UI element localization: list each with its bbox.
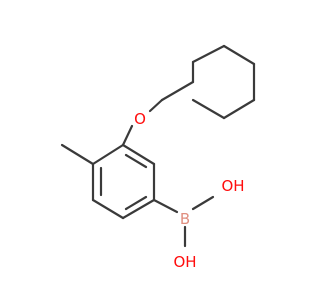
bond (160, 80, 195, 102)
structure-diagram: O B OH OH (60, 44, 256, 271)
bond (60, 143, 95, 166)
oxygen-atom-label: O (134, 110, 146, 128)
bond (222, 98, 256, 120)
bond (121, 143, 156, 166)
double-bond-inner (124, 195, 148, 211)
methyl-group (60, 143, 95, 166)
bond (121, 198, 156, 220)
bond (191, 44, 226, 64)
bond (152, 198, 179, 214)
bond (148, 98, 164, 113)
bond (91, 198, 125, 220)
bond (222, 44, 256, 66)
cyclohexyl-ring (160, 44, 256, 120)
ether-linkage (121, 98, 164, 147)
bond (191, 98, 226, 120)
hydroxyl-bottom-label: OH (173, 253, 196, 271)
bond (121, 124, 134, 147)
bond (91, 143, 125, 166)
boron-atom-label: B (180, 210, 190, 228)
boronic-acid-group (152, 195, 215, 248)
hydroxyl-top-label: OH (221, 177, 244, 195)
benzene-ring (91, 143, 156, 220)
double-bond-inner (124, 153, 148, 169)
bond (191, 195, 215, 211)
